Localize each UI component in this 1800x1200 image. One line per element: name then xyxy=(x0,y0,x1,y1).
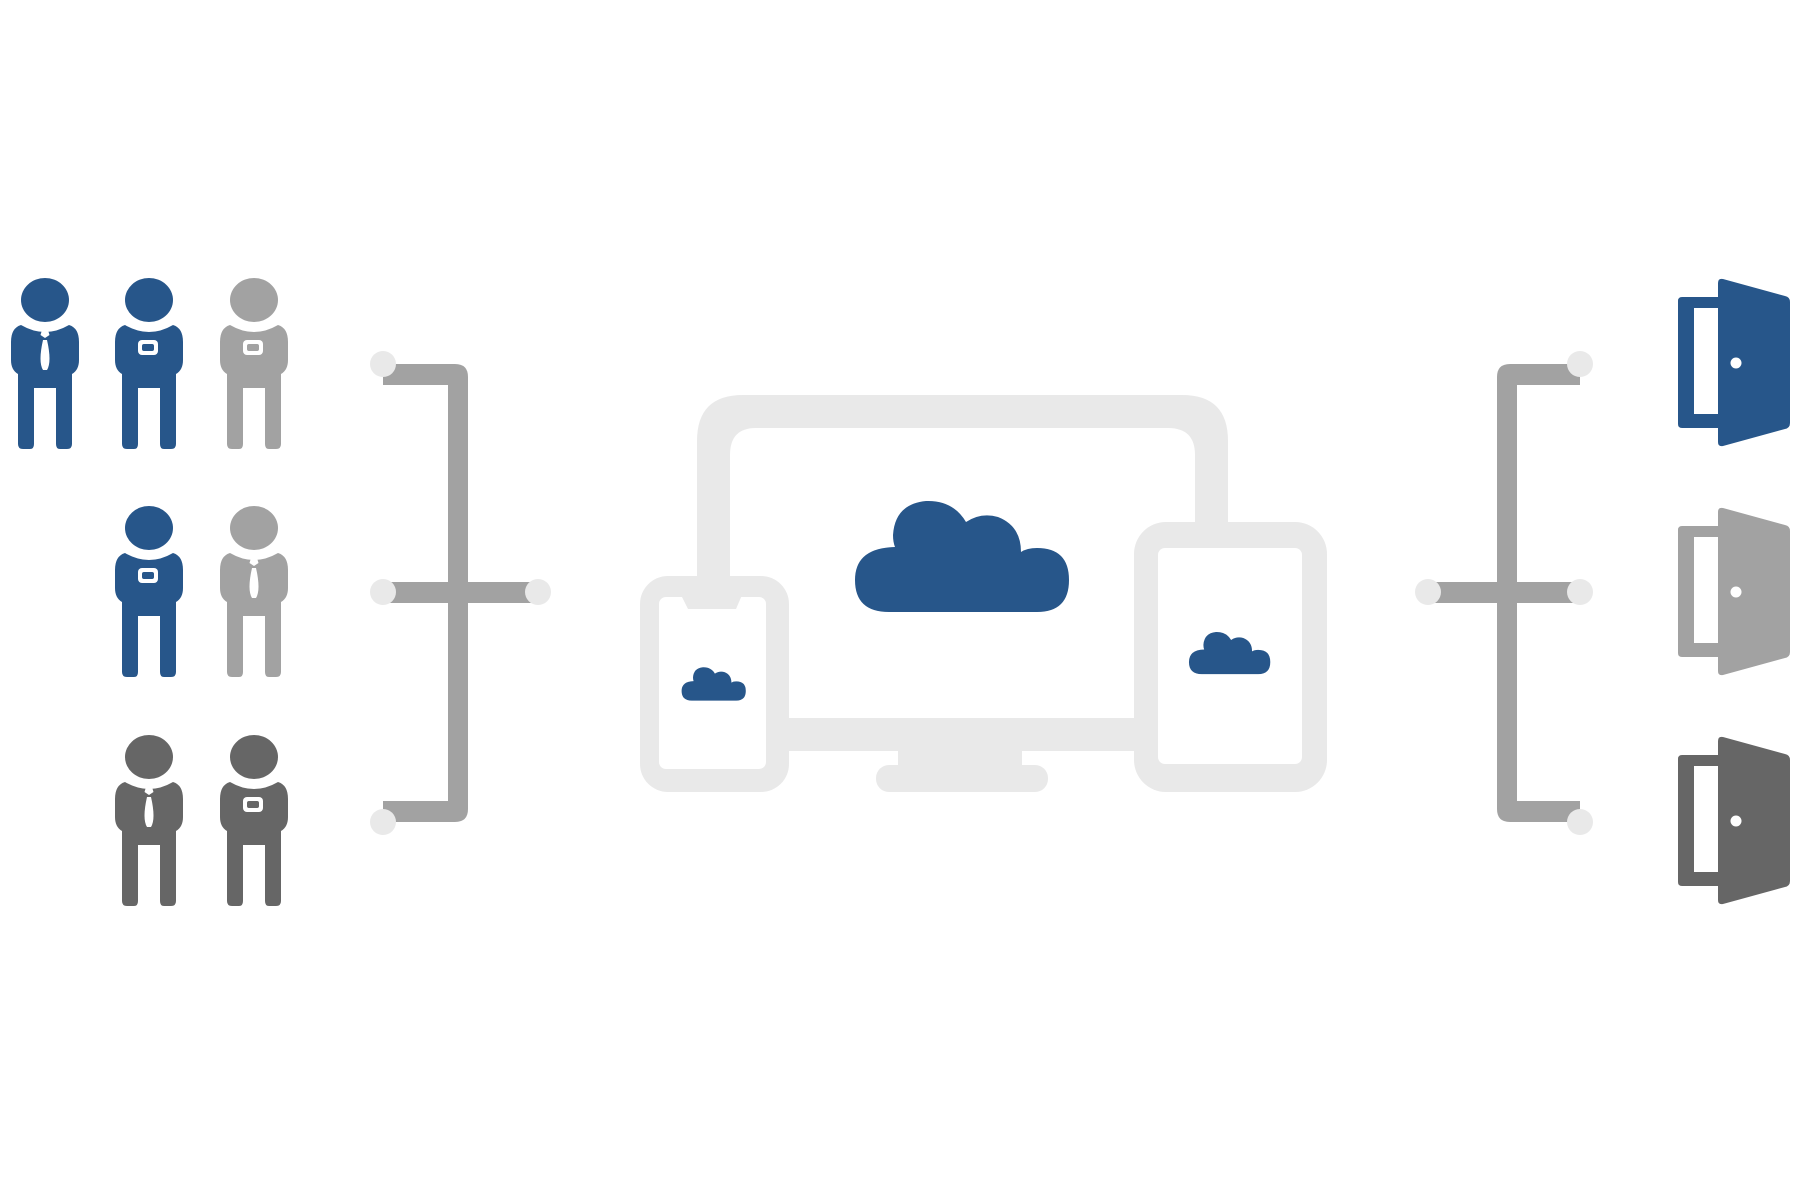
door-panel xyxy=(1718,278,1790,447)
tie xyxy=(249,568,259,598)
tie-knot xyxy=(144,787,154,795)
person-tie-icon xyxy=(115,735,183,907)
door-panel xyxy=(1718,507,1790,676)
person-head xyxy=(125,278,173,322)
connector-node xyxy=(1567,809,1593,835)
cloud-icon xyxy=(681,667,746,701)
tie-knot xyxy=(249,558,259,566)
person-badge-icon xyxy=(115,278,183,450)
door-knob xyxy=(1730,815,1742,827)
leg-gap xyxy=(43,395,47,450)
person-head xyxy=(230,506,278,550)
person-head xyxy=(230,278,278,322)
leg-gap xyxy=(252,395,256,450)
door-icon xyxy=(1678,507,1790,676)
id-badge-inner xyxy=(142,572,154,579)
person-body xyxy=(115,325,183,449)
person-body xyxy=(11,325,79,449)
cloud-shape xyxy=(855,500,1069,612)
connector-node xyxy=(370,579,396,605)
cloud-shape xyxy=(681,667,746,701)
right-center-branch xyxy=(1428,582,1580,603)
person-badge-icon xyxy=(220,735,288,907)
connector-node xyxy=(525,579,551,605)
person-head xyxy=(125,506,173,550)
cloud-icon xyxy=(855,500,1069,612)
left-center-branch xyxy=(383,582,538,603)
person-badge-icon xyxy=(115,506,183,678)
people-group xyxy=(11,278,288,907)
devices-group xyxy=(640,395,1327,792)
monitor-stand xyxy=(876,765,1048,792)
door-panel xyxy=(1718,736,1790,905)
tie xyxy=(40,340,50,370)
person-body xyxy=(115,782,183,906)
person-tie-icon xyxy=(11,278,79,450)
leg-gap xyxy=(147,623,151,678)
connector-node xyxy=(1567,579,1593,605)
door-icon xyxy=(1678,278,1790,447)
connector-node xyxy=(370,809,396,835)
id-badge-inner xyxy=(247,801,259,808)
door-knob xyxy=(1730,357,1742,369)
connector-node xyxy=(1567,351,1593,377)
right-connector xyxy=(1415,351,1593,835)
person-head xyxy=(230,735,278,779)
person-tie-icon xyxy=(220,506,288,678)
person-badge-icon xyxy=(220,278,288,450)
connector-node xyxy=(370,351,396,377)
person-body xyxy=(115,553,183,677)
doors-group xyxy=(1678,278,1790,905)
person-body xyxy=(220,325,288,449)
tie xyxy=(144,797,154,827)
door-frame xyxy=(1678,526,1718,657)
person-body xyxy=(220,553,288,677)
tie-knot xyxy=(40,330,50,338)
door-icon xyxy=(1678,736,1790,905)
person-head xyxy=(21,278,69,322)
leg-gap xyxy=(147,395,151,450)
id-badge-inner xyxy=(142,344,154,351)
door-frame xyxy=(1678,755,1718,886)
leg-gap xyxy=(252,623,256,678)
person-body xyxy=(220,782,288,906)
door-frame xyxy=(1678,297,1718,428)
id-badge-inner xyxy=(247,344,259,351)
cloud-icon xyxy=(1188,631,1271,675)
person-head xyxy=(125,735,173,779)
left-connector xyxy=(370,351,551,835)
leg-gap xyxy=(252,852,256,907)
door-knob xyxy=(1730,586,1742,598)
connector-node xyxy=(1415,579,1441,605)
leg-gap xyxy=(147,852,151,907)
phone-notch xyxy=(681,595,742,609)
cloud-shape xyxy=(1188,631,1271,675)
